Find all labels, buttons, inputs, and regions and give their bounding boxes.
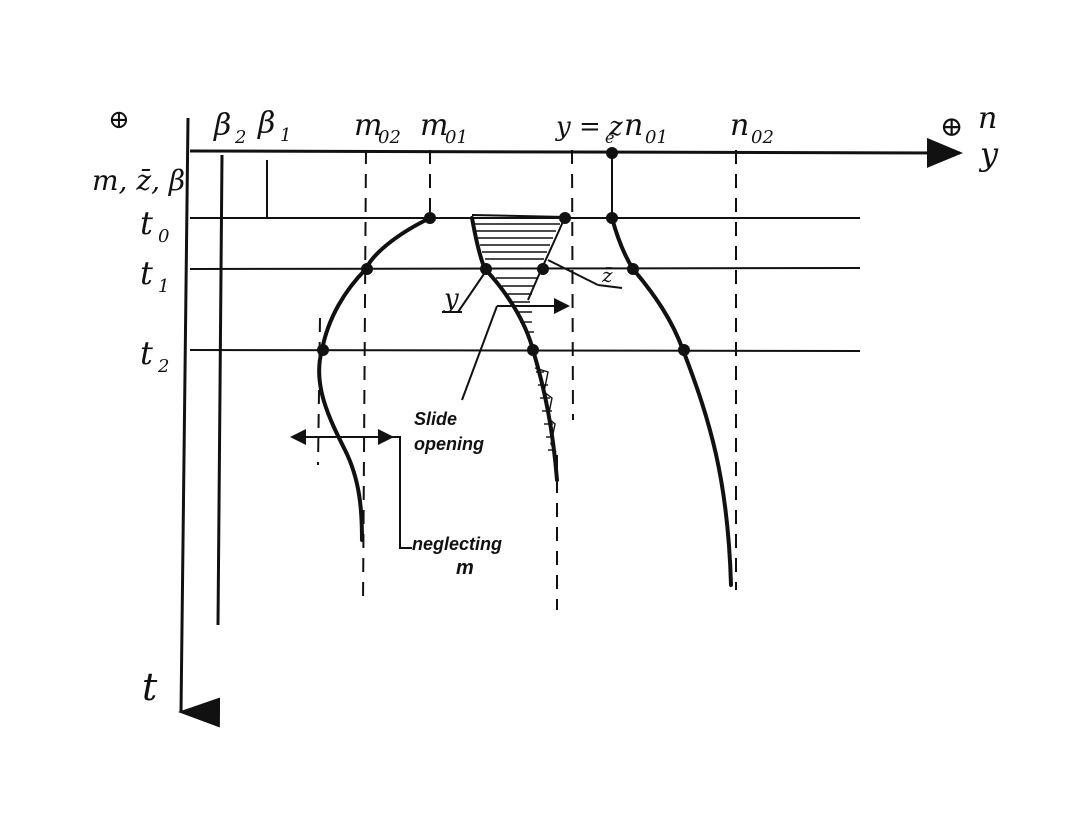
slide-opening-line2: opening [414,434,484,454]
circle-plus-right-icon: ⊕ [940,110,963,143]
label-n01: n [624,108,643,143]
label-t2-sub: 2 [157,356,169,377]
neglect-leader [392,436,412,549]
n-curve [610,216,733,587]
time-axis [178,117,221,728]
point-m-t1 [361,263,373,275]
point-z-t1 [537,263,549,275]
label-t-axis: t [142,665,158,709]
label-m01: m [420,108,448,143]
label-left-vars: m, z̄, β [92,164,185,197]
ze-dashed [571,149,574,421]
point-n-t2 [678,344,690,356]
point-n01-axis [606,147,618,159]
label-beta1-sub: 1 [280,125,291,146]
label-z-curve: z̄ [601,263,613,287]
label-n01-sub: 01 [645,127,668,148]
z-leader [547,259,599,286]
point-m-t2 [317,344,329,356]
label-m02-sub: 02 [378,127,401,148]
neglecting-line1: neglecting [412,534,502,554]
z-underline [597,284,623,289]
horizontal-axis [189,137,963,168]
label-n02-sub: 02 [751,127,774,148]
y-curve [470,216,559,482]
label-m01-sub: 01 [445,127,468,148]
label-t2: t [140,334,153,372]
y-leader [457,270,487,313]
m-curve [317,216,432,542]
label-t0: t [140,204,153,242]
label-beta2: β [213,108,231,143]
t2-line [189,349,861,352]
point-y-t1 [480,263,492,275]
label-t1-sub: 1 [158,276,169,297]
t1-line [189,267,861,270]
circle-plus-left-icon: ⊕ [108,105,130,135]
point-ze-t0 [559,212,571,224]
point-m01-t0 [424,212,436,224]
label-axis-n: n [978,101,997,136]
beta2-line [216,154,224,626]
point-n-t1 [627,263,639,275]
label-beta1: β [257,106,275,141]
label-m02: m [354,108,382,143]
label-y-equals-z-sub: e [605,128,614,147]
label-t1: t [140,254,153,292]
neglecting-line2: m [456,557,474,579]
m02-dashed [362,149,367,606]
point-y-t2 [527,344,539,356]
label-n02: n [730,108,749,143]
label-axis-y: y [978,135,999,173]
label-y-curve: y [443,284,459,314]
slide-opening-line1: Slide [414,409,457,429]
label-t0-sub: 0 [158,226,169,247]
point-n01-t0 [606,212,618,224]
slide-leader [461,305,498,401]
label-y-equals-z: y = z [555,112,623,142]
label-beta2-sub: 2 [234,127,246,148]
